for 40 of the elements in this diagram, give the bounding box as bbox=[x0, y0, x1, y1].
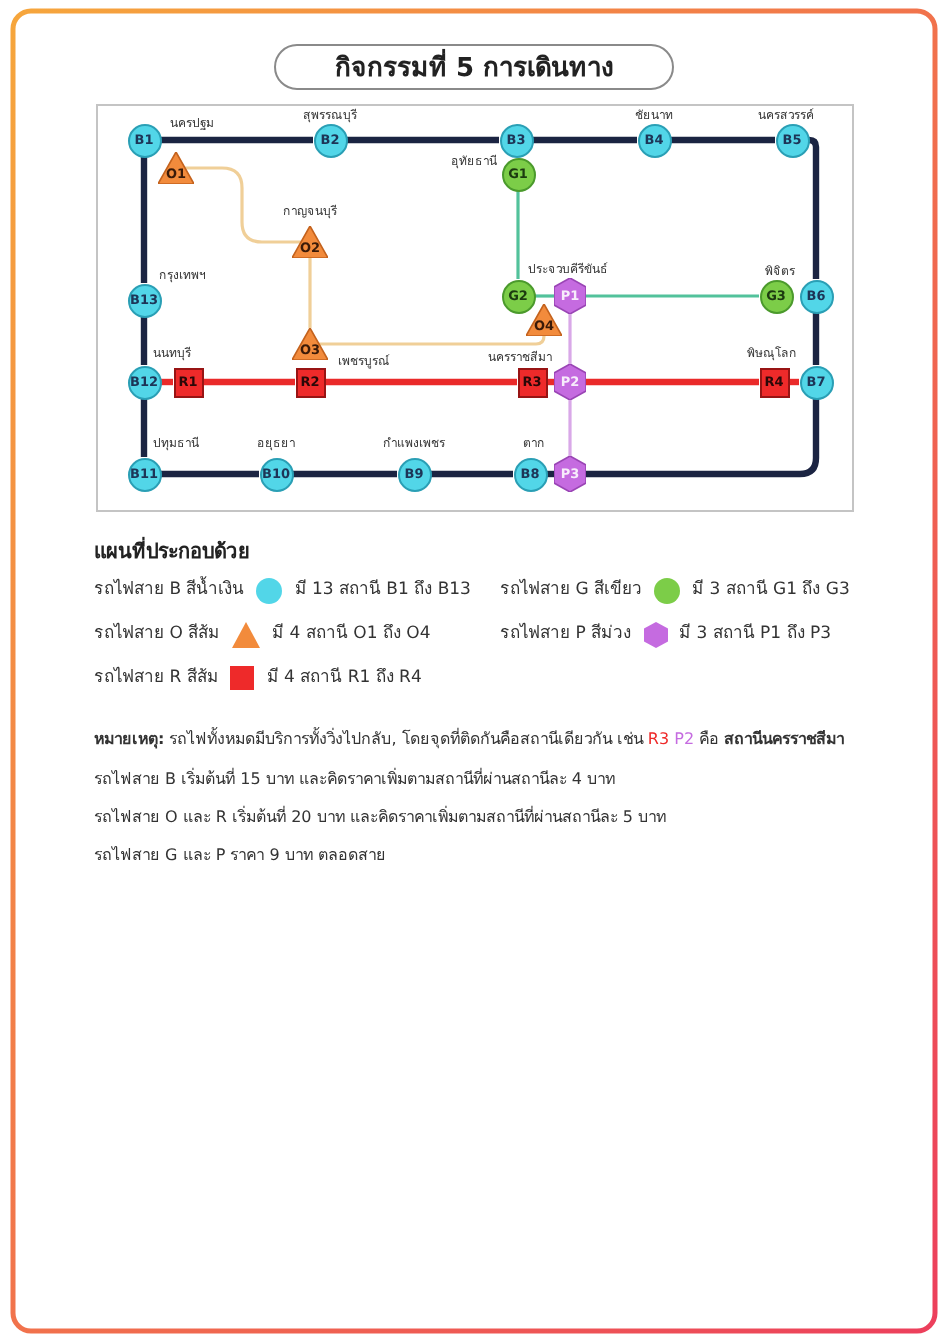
rail-line bbox=[533, 136, 637, 144]
station-count: มี 13 สถานี B1 ถึง B13 bbox=[294, 577, 471, 603]
rail-line bbox=[586, 399, 820, 478]
rail-line bbox=[568, 314, 572, 364]
rail-line bbox=[319, 334, 546, 346]
fare-note: รถไฟสาย B เริ่มต้นที่ 15 บาท และคิดราคาเพิ่มตามสถานีที่ผ่านสถานีละ 4 บาท bbox=[94, 766, 616, 791]
legend-label: รถไฟสาย O สีส้ม bbox=[94, 621, 221, 647]
rail-line bbox=[431, 470, 513, 478]
rail-line bbox=[671, 136, 775, 144]
station-count: มี 3 สถานี P1 ถึง P3 bbox=[679, 621, 832, 647]
fare-note: รถไฟสาย G และ P ราคา 9 บาท ตลอดสาย bbox=[94, 843, 386, 867]
rail-line bbox=[325, 378, 517, 386]
rail-line bbox=[568, 400, 572, 456]
section-heading: แผนที่ประกอบด้วย bbox=[94, 540, 250, 568]
title-box: กิจกรรมที่ 5 การเดินทาง bbox=[274, 44, 674, 90]
rail-line bbox=[161, 136, 313, 144]
rail-line bbox=[161, 470, 259, 478]
rail-line bbox=[140, 399, 148, 457]
rail-line bbox=[347, 136, 499, 144]
rail-line bbox=[185, 166, 301, 244]
station-count: มี 4 สถานี R1 ถึง R4 bbox=[266, 665, 422, 691]
rail-line bbox=[140, 317, 148, 365]
rail-line bbox=[203, 378, 295, 386]
rail-line bbox=[586, 294, 759, 298]
rail-line bbox=[293, 470, 397, 478]
legend-label: รถไฟสาย G สีเขียว bbox=[500, 577, 642, 603]
rail-line bbox=[586, 378, 759, 386]
rail-line bbox=[805, 136, 820, 279]
rail-line bbox=[516, 191, 520, 279]
rail-line bbox=[812, 313, 820, 365]
legend-label: รถไฟสาย P สีม่วง bbox=[500, 621, 632, 647]
rail-line bbox=[308, 258, 312, 328]
station-count: มี 3 สถานี G1 ถึง G3 bbox=[692, 577, 850, 603]
note-text: หมายเหตุ: รถไฟทั้งหมดมีบริการทั้งวิ่งไปกลับ, โดยจุดที่ติดกันคือสถานีเดียวกัน เช่น R3 P2 คือ สถานีนครราชสีมา bbox=[94, 726, 845, 752]
fare-note: รถไฟสาย O และ R เริ่มต้นที่ 20 บาท และคิดราคาเพิ่มตามสถานีที่ผ่านสถานีละ 5 บาท bbox=[94, 804, 667, 829]
legend-label: รถไฟสาย B สีน้ำเงิน bbox=[94, 577, 245, 603]
station-count: มี 4 สถานี O1 ถึง O4 bbox=[272, 621, 431, 647]
rail-line bbox=[535, 294, 554, 298]
rail-line bbox=[140, 157, 148, 283]
legend-label: รถไฟสาย R สีส้ม bbox=[94, 665, 219, 691]
